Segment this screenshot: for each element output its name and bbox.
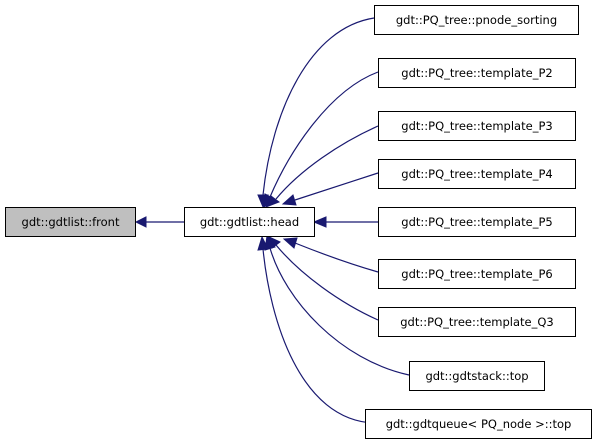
node-box[interactable]	[184, 207, 315, 237]
arrowhead-icon	[134, 216, 147, 228]
node-label: gdt::PQ_tree::template_P2	[401, 66, 552, 80]
arrowhead-icon	[264, 234, 276, 251]
node-label: gdt::PQ_tree::pnode_sorting	[396, 13, 557, 27]
edge-line	[269, 71, 379, 198]
node-box[interactable]	[409, 361, 545, 391]
node-label: gdt::PQ_tree::template_Q3	[400, 315, 554, 329]
node-gdtqueue_top[interactable]: gdt::gdtqueue< PQ_node >::top	[365, 409, 592, 439]
node-box[interactable]	[378, 111, 576, 141]
edge-template_P3-to-head	[265, 125, 379, 208]
node-label: gdt::gdtlist::head	[200, 215, 299, 229]
node-label: gdt::PQ_tree::template_P4	[401, 167, 552, 181]
edge-line	[275, 125, 379, 200]
edges-layer	[134, 17, 410, 424]
node-front[interactable]: gdt::gdtlist::front	[5, 207, 136, 237]
node-label: gdt::gdtlist::front	[22, 215, 120, 229]
node-gdtstack_top[interactable]: gdt::gdtstack::top	[409, 361, 545, 391]
node-label: gdt::gdtstack::top	[425, 369, 528, 383]
arrowhead-icon	[282, 237, 298, 249]
node-box[interactable]	[378, 207, 576, 237]
edge-template_Q3-to-head	[266, 235, 379, 321]
edge-line	[269, 247, 410, 376]
node-pnode_sorting[interactable]: gdt::PQ_tree::pnode_sorting	[374, 5, 579, 35]
node-box[interactable]	[374, 5, 579, 35]
edge-template_P4-to-head	[281, 172, 379, 206]
node-template_P6[interactable]: gdt::PQ_tree::template_P6	[378, 259, 576, 289]
node-box[interactable]	[365, 409, 592, 439]
arrowhead-icon	[312, 216, 327, 228]
node-template_P3[interactable]: gdt::PQ_tree::template_P3	[378, 111, 576, 141]
node-box[interactable]	[5, 207, 136, 237]
edge-head-to-front	[134, 216, 184, 228]
edge-line	[262, 17, 375, 196]
node-template_P2[interactable]: gdt::PQ_tree::template_P2	[378, 58, 576, 88]
node-box[interactable]	[378, 307, 576, 337]
arrowhead-icon	[265, 195, 281, 208]
arrowhead-icon	[257, 235, 269, 251]
arrowhead-icon	[281, 194, 297, 206]
node-box[interactable]	[378, 259, 576, 289]
edge-template_P6-to-head	[282, 237, 379, 273]
node-label: gdt::PQ_tree::template_P3	[401, 119, 552, 133]
node-box[interactable]	[378, 159, 576, 189]
edge-line	[262, 248, 375, 424]
edge-gdtqueue_top-to-head	[257, 235, 375, 424]
node-template_P4[interactable]: gdt::PQ_tree::template_P4	[378, 159, 576, 189]
node-template_P5[interactable]: gdt::PQ_tree::template_P5	[378, 207, 576, 237]
node-label: gdt::gdtqueue< PQ_node >::top	[386, 417, 572, 431]
edge-template_P5-to-head	[312, 216, 378, 228]
edge-line	[294, 172, 379, 201]
node-label: gdt::PQ_tree::template_P6	[401, 267, 552, 281]
node-label: gdt::PQ_tree::template_P5	[401, 215, 552, 229]
edge-template_P2-to-head	[263, 71, 379, 209]
edge-line	[275, 244, 379, 321]
edge-pnode_sorting-to-head	[257, 17, 375, 209]
node-template_Q3[interactable]: gdt::PQ_tree::template_Q3	[378, 307, 576, 337]
node-box[interactable]	[378, 58, 576, 88]
edge-line	[294, 242, 379, 273]
node-head[interactable]: gdt::gdtlist::head	[184, 207, 315, 237]
edge-gdtstack_top-to-head	[264, 234, 410, 376]
